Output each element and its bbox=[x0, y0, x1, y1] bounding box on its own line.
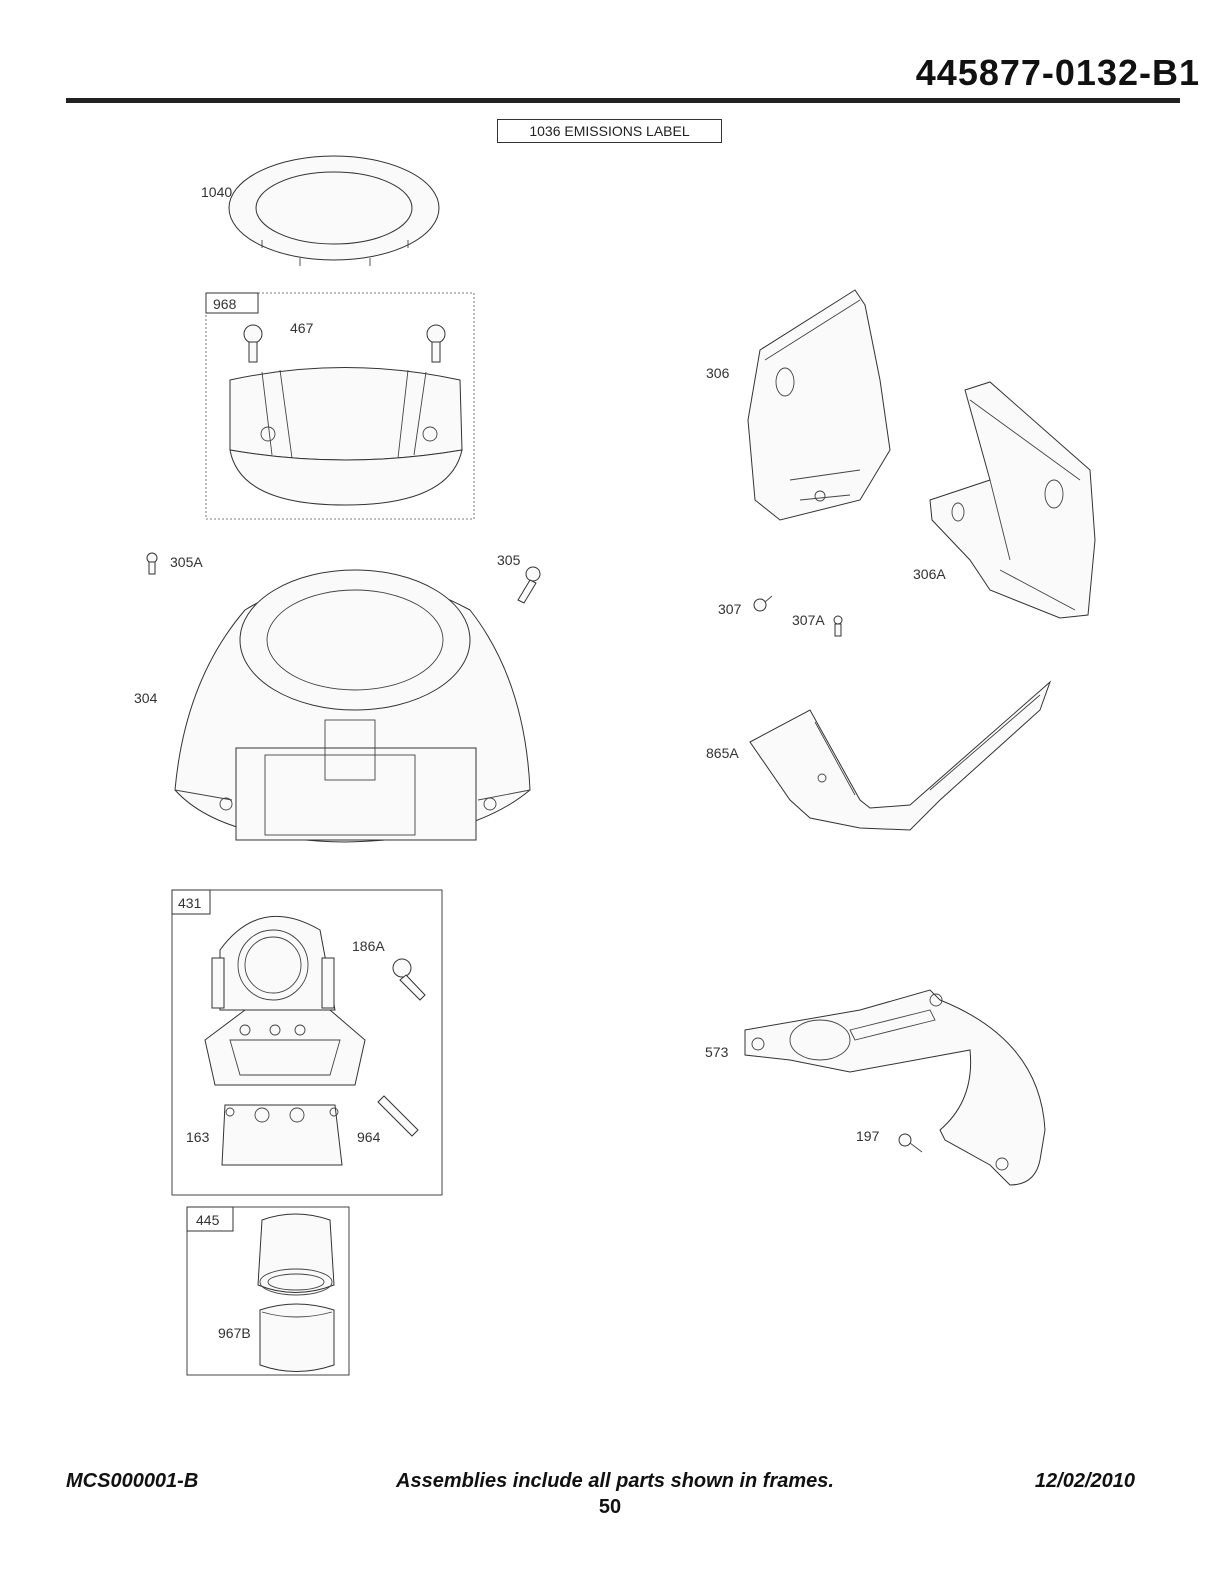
part-967B-pre-cleaner bbox=[260, 1304, 334, 1372]
label-307: 307 bbox=[718, 601, 742, 617]
part-865A-air-guide bbox=[750, 682, 1050, 830]
part-186A-breather-tube bbox=[393, 959, 425, 1000]
part-467-fasteners bbox=[244, 325, 445, 362]
footer-note: Assemblies include all parts shown in fr… bbox=[380, 1470, 850, 1493]
part-307-screw bbox=[754, 596, 772, 611]
part-197-screw bbox=[899, 1134, 922, 1152]
label-307A: 307A bbox=[792, 612, 825, 628]
label-186A: 186A bbox=[352, 938, 385, 954]
label-865A: 865A bbox=[706, 745, 739, 761]
part-445-air-filter bbox=[258, 1214, 334, 1295]
part-305A-bolt bbox=[147, 553, 157, 574]
label-197: 197 bbox=[856, 1128, 880, 1144]
label-306: 306 bbox=[706, 365, 730, 381]
label-431: 431 bbox=[178, 895, 202, 911]
footer-date: 12/02/2010 bbox=[1035, 1470, 1135, 1493]
label-967B: 967B bbox=[218, 1325, 251, 1341]
label-573: 573 bbox=[705, 1044, 729, 1060]
part-163-gasket bbox=[222, 1105, 342, 1165]
part-304-blower-housing bbox=[175, 570, 530, 842]
part-573-cylinder-head-plate bbox=[745, 990, 1045, 1185]
label-305A: 305A bbox=[170, 554, 203, 570]
label-968: 968 bbox=[213, 296, 237, 312]
footer-doc-code: MCS000001-B bbox=[66, 1470, 198, 1493]
part-1040-ring bbox=[229, 156, 439, 266]
label-467: 467 bbox=[290, 320, 314, 336]
label-964: 964 bbox=[357, 1129, 381, 1145]
label-1040: 1040 bbox=[201, 184, 232, 200]
part-968-shroud-cover bbox=[230, 368, 462, 506]
part-306-cylinder-baffle bbox=[748, 290, 890, 520]
part-431-air-cleaner-base bbox=[205, 916, 365, 1085]
label-163: 163 bbox=[186, 1129, 210, 1145]
label-306A: 306A bbox=[913, 566, 946, 582]
label-304: 304 bbox=[134, 690, 158, 706]
part-307A-screw bbox=[834, 616, 842, 636]
part-306A-cylinder-baffle bbox=[930, 382, 1095, 618]
label-305: 305 bbox=[497, 552, 521, 568]
page-number: 50 bbox=[580, 1496, 640, 1519]
part-305-bolt bbox=[518, 567, 540, 603]
part-964-tube bbox=[378, 1096, 418, 1136]
label-445: 445 bbox=[196, 1212, 220, 1228]
